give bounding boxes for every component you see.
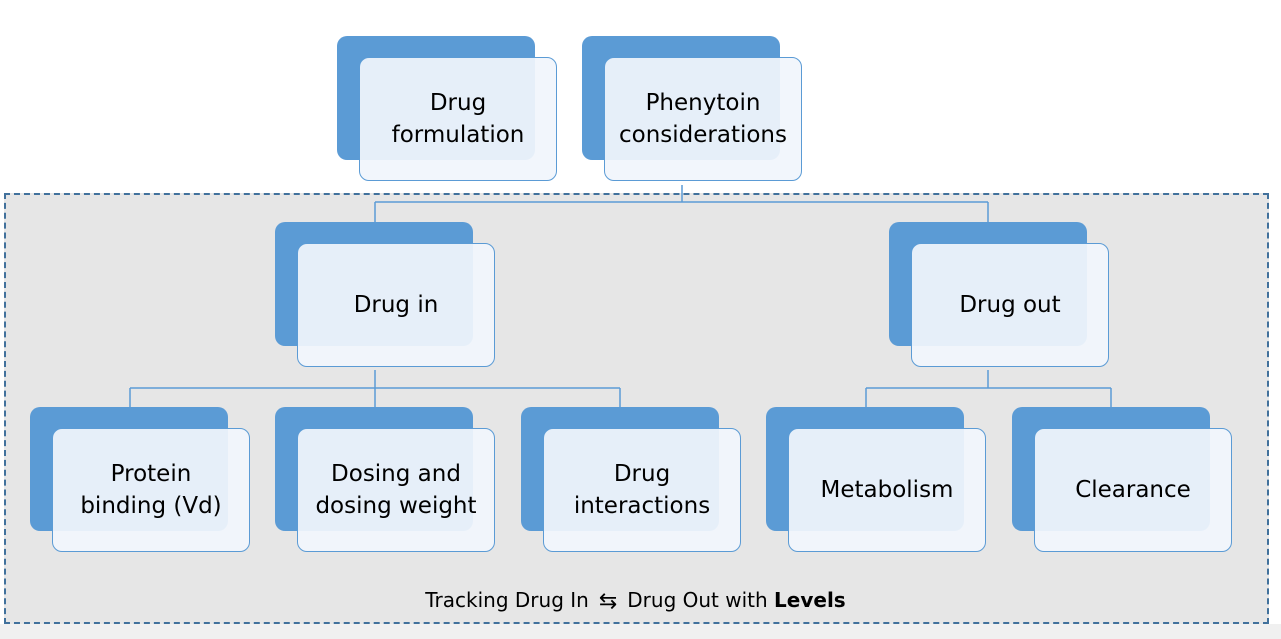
node-clearance: Clearance: [1012, 407, 1234, 555]
node-label: Metabolism: [820, 477, 954, 503]
caption-right-text: Drug Out with: [627, 588, 775, 612]
node-front: Drug in: [297, 243, 495, 367]
node-drug-in: Drug in: [275, 222, 497, 370]
left-right-arrows-icon: ⇆: [598, 589, 618, 614]
caption-emphasis: Levels: [774, 588, 846, 612]
tracking-caption: Tracking Drug In ⇆ Drug Out with Levels: [0, 588, 1271, 614]
node-drug-out: Drug out: [889, 222, 1111, 370]
node-front: Drug out: [911, 243, 1109, 367]
connector-phenytoin-to-children: [374, 185, 989, 222]
node-front: Metabolism: [788, 428, 986, 552]
node-label: Drug in: [353, 292, 439, 318]
connector-drug-out-to-children: [865, 370, 1112, 407]
node-label: Clearance: [1075, 477, 1191, 503]
node-metabolism: Metabolism: [766, 407, 988, 555]
node-front: Clearance: [1034, 428, 1232, 552]
connector-drug-in-to-children: [129, 370, 621, 407]
node-label: Drug out: [959, 292, 1061, 318]
caption-left-text: Tracking Drug In: [425, 588, 589, 612]
bottom-strip: [0, 624, 1281, 639]
